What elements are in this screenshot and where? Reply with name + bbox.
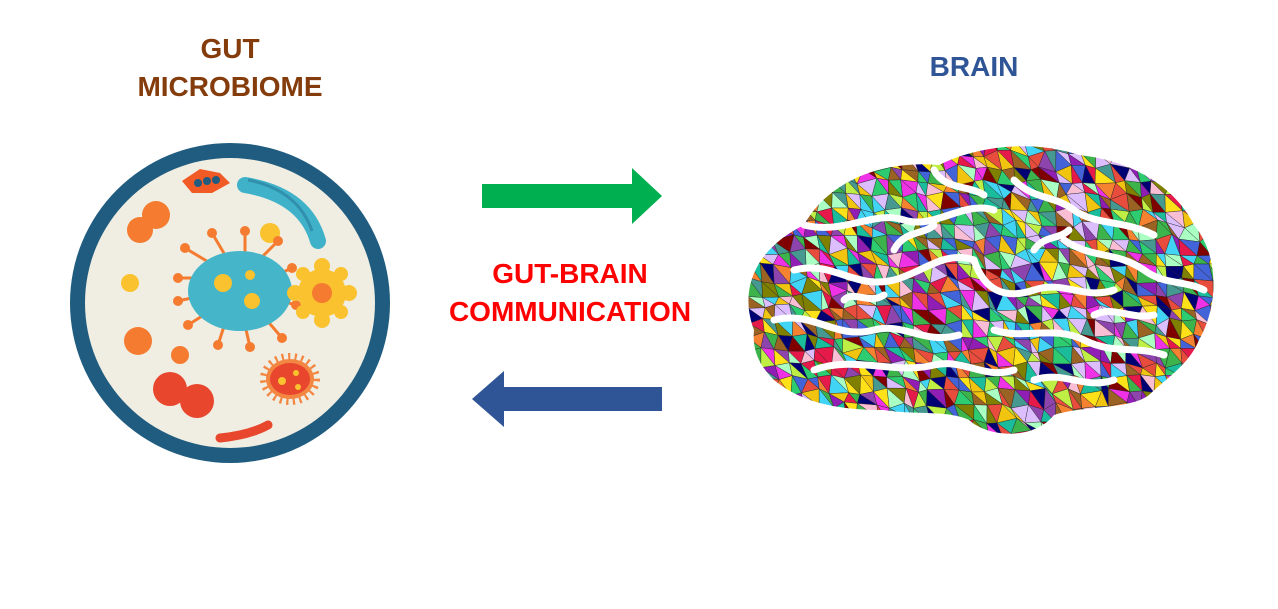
gut-label-line1: GUT (200, 33, 260, 64)
flower-microbe (287, 258, 357, 328)
gut-brain-communication-label: GUT-BRAIN COMMUNICATION (420, 255, 720, 331)
brain-folds (770, 166, 1208, 387)
rod-bacterium (237, 177, 326, 249)
petri-dish-microbes-icon (70, 143, 390, 463)
comm-label-line2: COMMUNICATION (448, 296, 692, 327)
virus-microbe (173, 226, 301, 352)
arrow-left-icon (472, 371, 662, 427)
comm-label-line1: GUT-BRAIN (492, 258, 648, 289)
gut-microbiome-label: GUT MICROBIOME (110, 30, 350, 106)
gut-label-line2: MICROBIOME (137, 71, 323, 102)
arrow-right-icon (482, 168, 662, 224)
brain-label: BRAIN (929, 51, 1019, 82)
brain-icon (748, 146, 1214, 434)
ciliate-microbe (260, 353, 320, 405)
brain-mosaic (748, 146, 1214, 434)
